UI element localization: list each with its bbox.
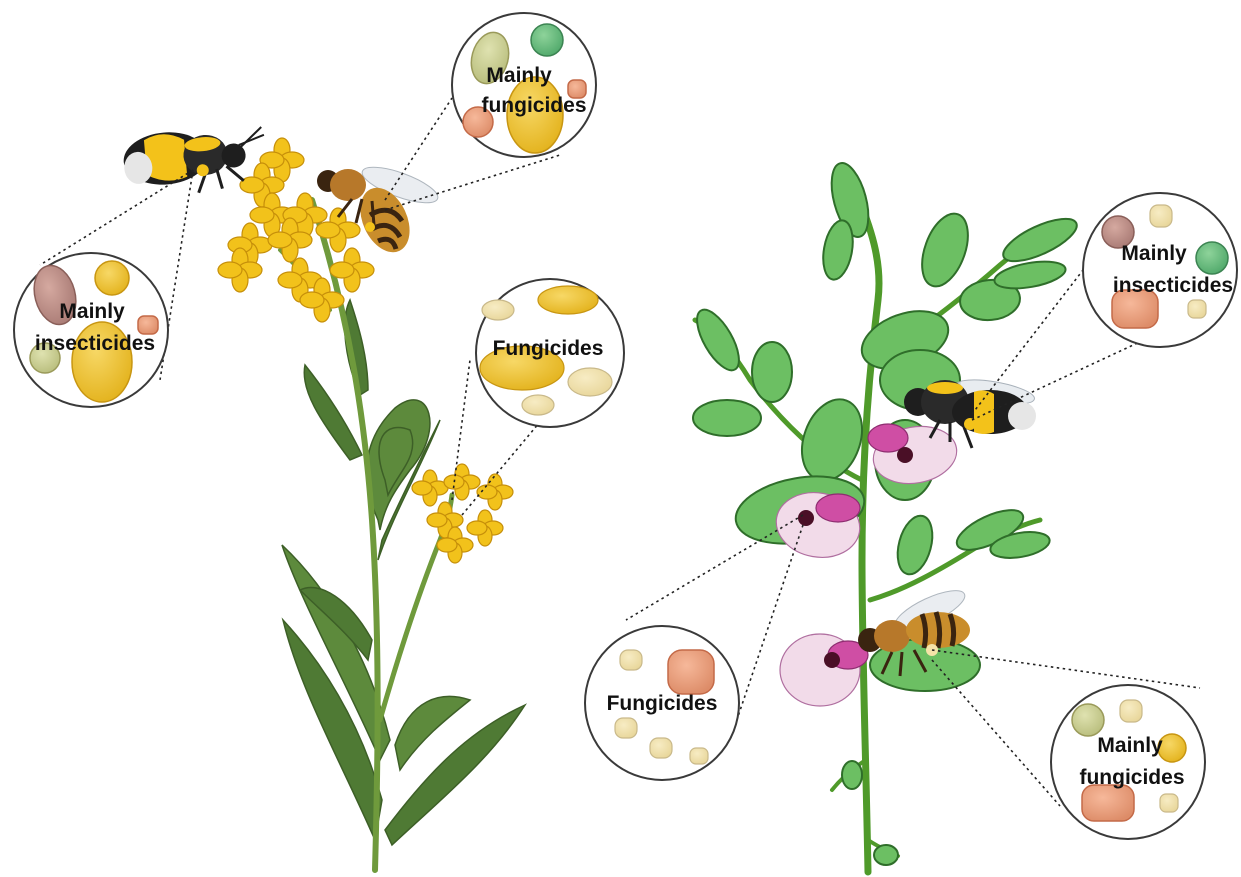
bean-leaf <box>689 304 747 377</box>
callout-bumblebee-bean: Mainly insecticides <box>1083 193 1237 347</box>
callout-honeybee-bean: Mainly fungicides <box>1051 685 1205 839</box>
bean-leaf <box>913 207 977 292</box>
bean-leaf <box>693 400 761 436</box>
rapeseed-plant <box>218 138 525 870</box>
callout-label-line: Fungicides <box>493 337 604 360</box>
bean-leaf <box>842 761 862 789</box>
callout-honeybee-rapeseed: Mainly fungicides <box>452 13 596 157</box>
bean-leaf <box>998 210 1082 269</box>
bean-flower <box>780 634 868 706</box>
bean-leaf <box>819 218 857 282</box>
callout-bean-flower: Fungicides <box>585 626 739 780</box>
bean-leaf <box>874 845 898 865</box>
rapeseed-flower-cluster-top <box>218 138 374 322</box>
bean-leaf <box>752 342 792 402</box>
callout-rapeseed-flower: Fungicides <box>476 279 624 427</box>
callout-bumblebee-rapeseed: Mainly insecticides <box>14 253 168 407</box>
callout-label-line: Fungicides <box>607 692 718 715</box>
bean-leaf <box>892 512 938 578</box>
